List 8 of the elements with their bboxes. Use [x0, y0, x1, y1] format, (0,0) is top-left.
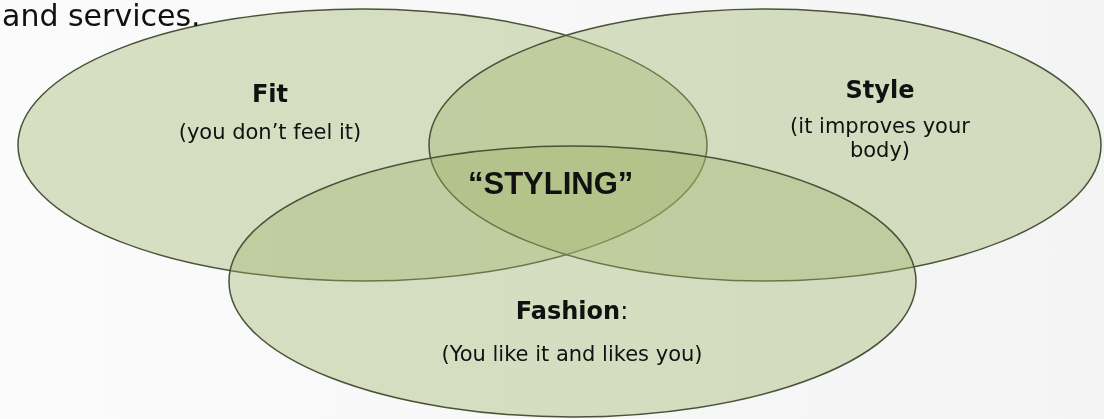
cut-off-heading-text: and services. — [2, 0, 201, 33]
venn-description: (it improves your body) — [789, 114, 971, 162]
venn-description: (you don’t feel it) — [177, 120, 363, 144]
venn-description: (You like it and likes you) — [440, 342, 704, 366]
venn-heading: Fashion: — [514, 297, 630, 325]
venn-heading: Style — [844, 76, 916, 104]
venn-heading: Fit — [250, 80, 290, 108]
center-label: “STYLING” — [468, 166, 634, 202]
